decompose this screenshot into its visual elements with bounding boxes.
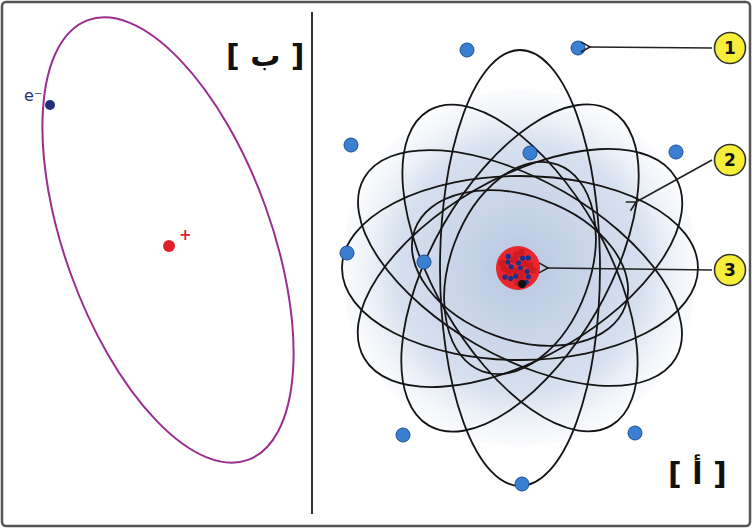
orbit [319,100,721,436]
orbit-group [319,50,721,486]
electron-symbol: e⁻ [24,86,42,105]
callout-circle: 2 [713,143,747,177]
electron-dot [417,255,431,269]
electron-dot [571,41,585,55]
panel-divider [311,12,313,514]
neutron-dot [506,254,511,259]
proton-dot [518,249,525,256]
leader-arrow [590,47,712,48]
orbit [320,102,720,434]
electron-dot [515,477,529,491]
nucleus [496,246,540,290]
electron-dot [669,145,683,159]
electron-dot [340,246,354,260]
electron-dot [460,43,474,57]
proton-dot [499,259,506,266]
electron-dot [344,138,358,152]
proton-dot [530,267,537,274]
electron-dot [45,100,55,110]
callout-circle: 3 [713,253,747,287]
callout-circle: 1 [713,31,747,65]
orbit [342,176,698,360]
panel-label: [ أ ] [668,456,727,491]
electron-group [340,41,683,491]
neutron-dot [508,276,513,281]
electron-dot [396,428,410,442]
orbit [353,66,687,469]
nucleus-dot [163,240,175,252]
callout-number: 3 [713,253,747,280]
electron-dot [523,146,537,160]
electron-cloud [342,90,698,446]
neutron-dot [508,264,513,269]
leader-arrow [548,268,712,270]
proton-dot [518,270,525,277]
nucleus-center [518,280,526,288]
neutron-dot [525,269,530,274]
neutron-dot [513,274,518,279]
nucleus-body [496,246,540,290]
callout-number: 1 [713,31,747,58]
electron-orbit [0,0,345,495]
neutron-dot [526,255,531,260]
panel-label: [ ب ] [226,38,304,73]
orbit [355,67,686,468]
electron-dot [628,426,642,440]
neutron-dot [526,274,531,279]
charge-sign: + [179,226,192,244]
neutron-dot [505,259,510,264]
neutron-dot [520,256,525,261]
leader-arrow [636,160,712,202]
neutron-dot [502,274,507,279]
callout-number: 2 [713,143,747,170]
